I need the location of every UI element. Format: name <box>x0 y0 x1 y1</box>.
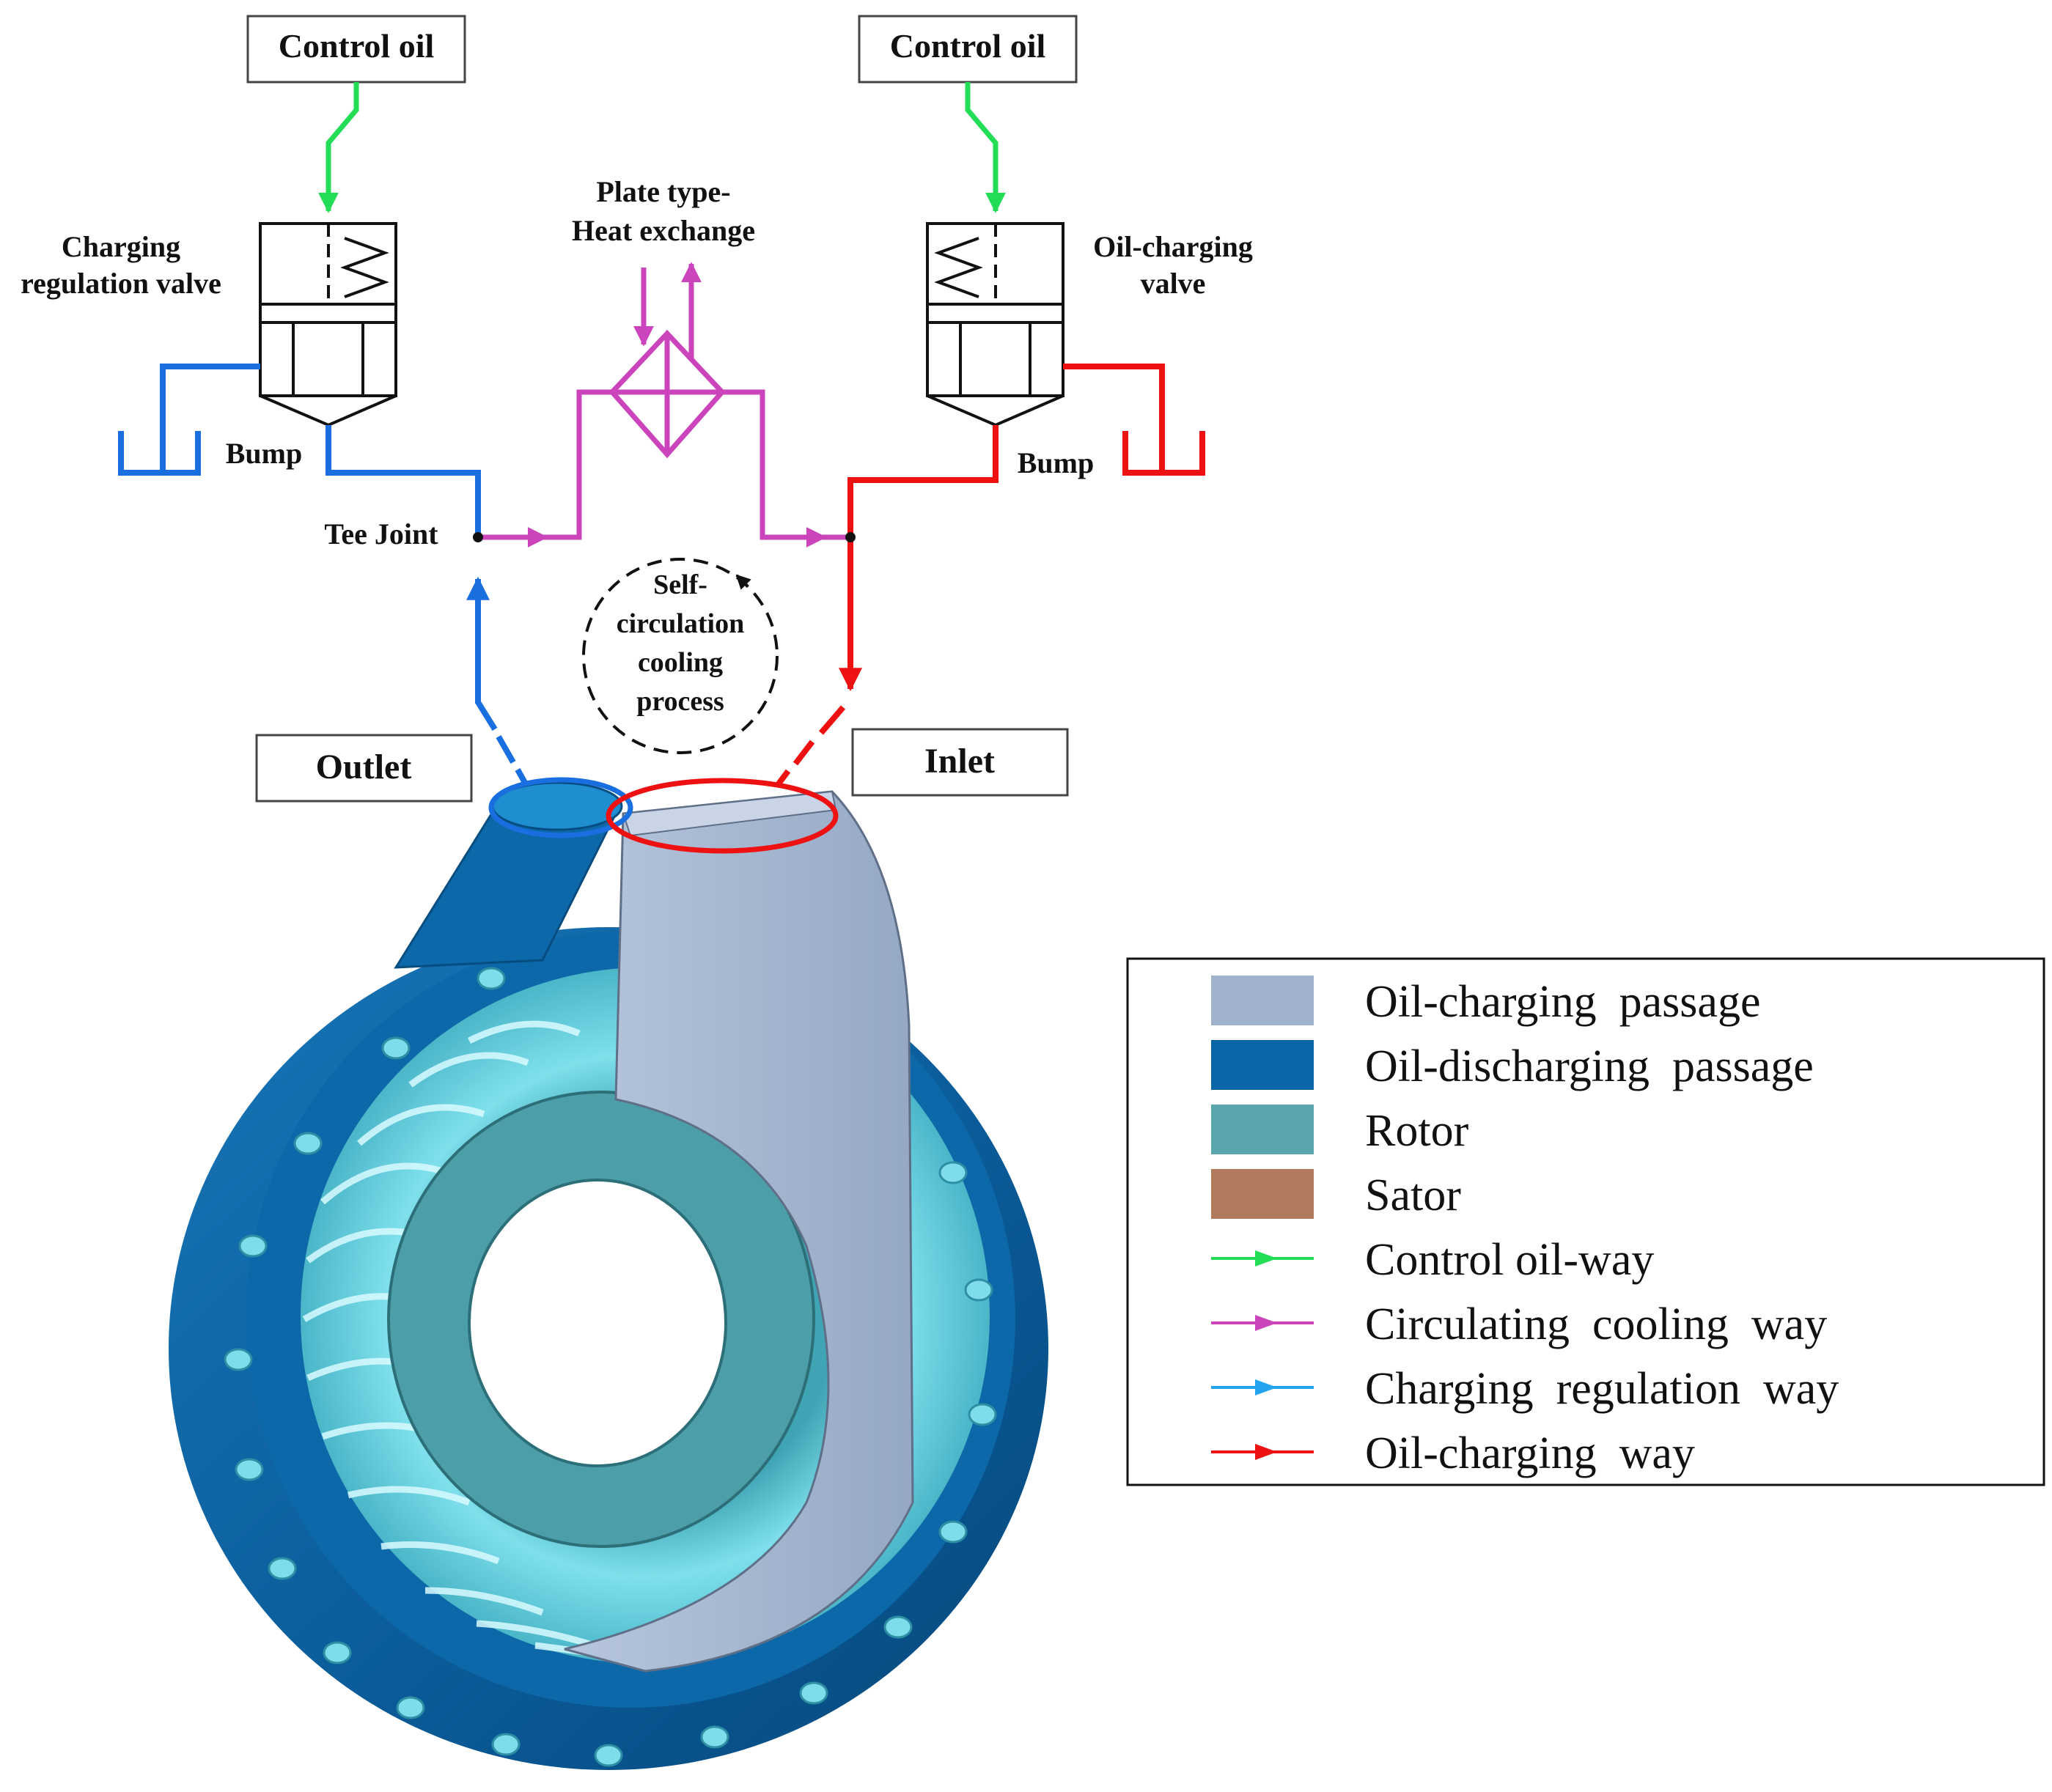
legend-arrow-icon <box>1255 1379 1277 1395</box>
svg-text:Heat exchange: Heat exchange <box>572 214 755 247</box>
bump-right-label: Bump <box>1018 446 1095 479</box>
inlet-highlight <box>606 778 839 854</box>
coupling-illustration <box>169 777 1048 1770</box>
tee-joint-label: Tee Joint <box>324 517 438 550</box>
heat-exchange-label: Plate type- Heat exchange <box>572 175 755 247</box>
legend-item: Circulating cooling way <box>1211 1299 1827 1349</box>
legend-item: Sator <box>1211 1169 1461 1220</box>
legend-label: Rotor <box>1365 1106 1469 1156</box>
oil-charging-lines <box>774 364 1205 788</box>
oil-charging-passage <box>564 790 914 1673</box>
tee-joint-left-node <box>473 532 483 542</box>
circulating-cooling-lines <box>478 389 850 547</box>
tee-joint-right-node <box>845 532 856 542</box>
outlet-highlight <box>488 777 633 838</box>
bump-left-label: Bump <box>226 437 303 470</box>
svg-text:regulation valve: regulation valve <box>21 267 221 300</box>
svg-text:Self-: Self- <box>653 569 707 600</box>
legend-label: Oil-charging way <box>1365 1428 1695 1478</box>
control-oil-right-label: Control oil <box>890 27 1046 64</box>
legend-label: Circulating cooling way <box>1365 1299 1827 1349</box>
legend-swatch <box>1211 976 1314 1025</box>
svg-text:cooling: cooling <box>638 647 723 678</box>
housing-studs <box>224 967 997 1767</box>
svg-text:Charging: Charging <box>62 230 180 263</box>
outlet-box: Outlet <box>255 734 473 803</box>
legend-item: Oil-discharging passage <box>1211 1040 1814 1091</box>
legend-label: Oil-charging passage <box>1365 977 1760 1027</box>
oil-charging-valve-symbol <box>926 222 1064 427</box>
oil-charging-valve-label: Oil-charging valve <box>1093 230 1253 300</box>
svg-text:Oil-charging: Oil-charging <box>1093 230 1253 263</box>
control-oil-line-right <box>965 82 1006 213</box>
self-circulation-indicator: Self- circulation cooling process <box>582 558 779 754</box>
control-oil-line-left <box>318 82 359 213</box>
charging-regulation-lines <box>118 364 531 789</box>
svg-text:process: process <box>636 686 724 717</box>
legend-arrow-icon <box>1255 1250 1277 1266</box>
svg-text:valve: valve <box>1141 267 1206 300</box>
legend-item: Control oil-way <box>1211 1235 1654 1285</box>
rotor-hub-opening <box>468 1179 727 1467</box>
charging-regulation-valve-symbol <box>259 222 397 427</box>
legend-item: Oil-charging passage <box>1211 976 1760 1027</box>
control-oil-left-box: Control oil <box>246 15 466 84</box>
legend-label: Control oil-way <box>1365 1235 1654 1285</box>
legend-label: Charging regulation way <box>1365 1364 1839 1414</box>
heat-exchanger-symbol <box>608 262 726 459</box>
legend-label: Sator <box>1365 1170 1461 1220</box>
legend-swatch <box>1211 1040 1314 1090</box>
svg-text:circulation: circulation <box>617 608 745 639</box>
legend-arrow-icon <box>1255 1444 1277 1460</box>
outlet-label: Outlet <box>316 748 412 786</box>
control-oil-right-box: Control oil <box>858 15 1078 84</box>
legend-item: Charging regulation way <box>1211 1364 1839 1414</box>
legend-label: Oil-discharging passage <box>1365 1041 1814 1091</box>
legend-item: Oil-charging way <box>1211 1428 1695 1478</box>
inlet-box: Inlet <box>851 728 1069 797</box>
legend-swatch <box>1211 1169 1314 1219</box>
legend-arrow-icon <box>1255 1315 1277 1331</box>
control-oil-left-label: Control oil <box>279 27 435 64</box>
inlet-label: Inlet <box>924 742 995 781</box>
svg-text:Plate type-: Plate type- <box>596 175 730 208</box>
legend-swatch <box>1211 1105 1314 1154</box>
legend-item: Rotor <box>1211 1105 1469 1156</box>
charging-regulation-valve-label: Charging regulation valve <box>21 230 221 300</box>
